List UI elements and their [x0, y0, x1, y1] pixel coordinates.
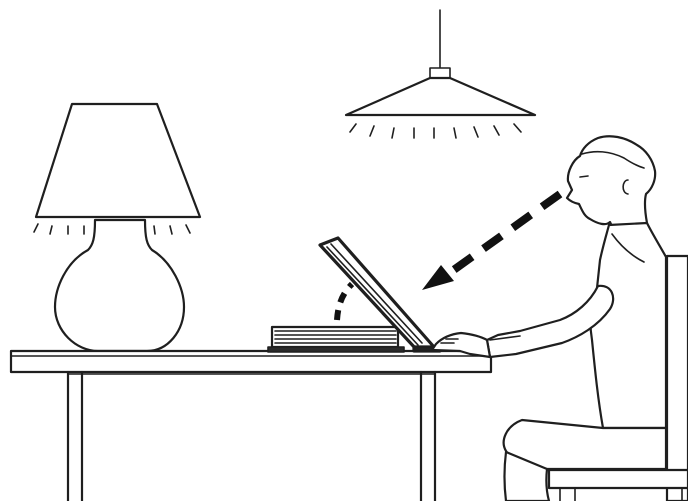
- ceiling-lamp: [346, 10, 535, 138]
- chair-back: [667, 256, 688, 501]
- book-stack: [268, 327, 404, 352]
- gaze-arrow-line: [448, 194, 560, 274]
- seated-person: [432, 136, 666, 501]
- book-stack-body: [272, 327, 398, 347]
- table-lamp-shade: [36, 104, 200, 217]
- gaze-arrow: [422, 194, 560, 290]
- table: [11, 351, 491, 501]
- chair-legs: [560, 488, 682, 501]
- book-stack-base: [268, 347, 404, 352]
- table-lamp: [34, 104, 200, 351]
- person-torso: [590, 223, 666, 428]
- chair-seat: [549, 470, 688, 488]
- table-top: [11, 351, 491, 372]
- table-lamp-base: [55, 220, 184, 351]
- ceiling-lamp-shade: [346, 78, 535, 115]
- table-leg-left: [68, 372, 82, 501]
- table-leg-right: [421, 372, 435, 501]
- ceiling-lamp-light-rays: [350, 124, 521, 138]
- viewing-angle-curve: [337, 284, 352, 320]
- ceiling-lamp-socket: [430, 68, 450, 78]
- person-eye: [580, 176, 588, 177]
- gaze-arrow-head: [422, 265, 454, 290]
- person-head: [567, 136, 655, 231]
